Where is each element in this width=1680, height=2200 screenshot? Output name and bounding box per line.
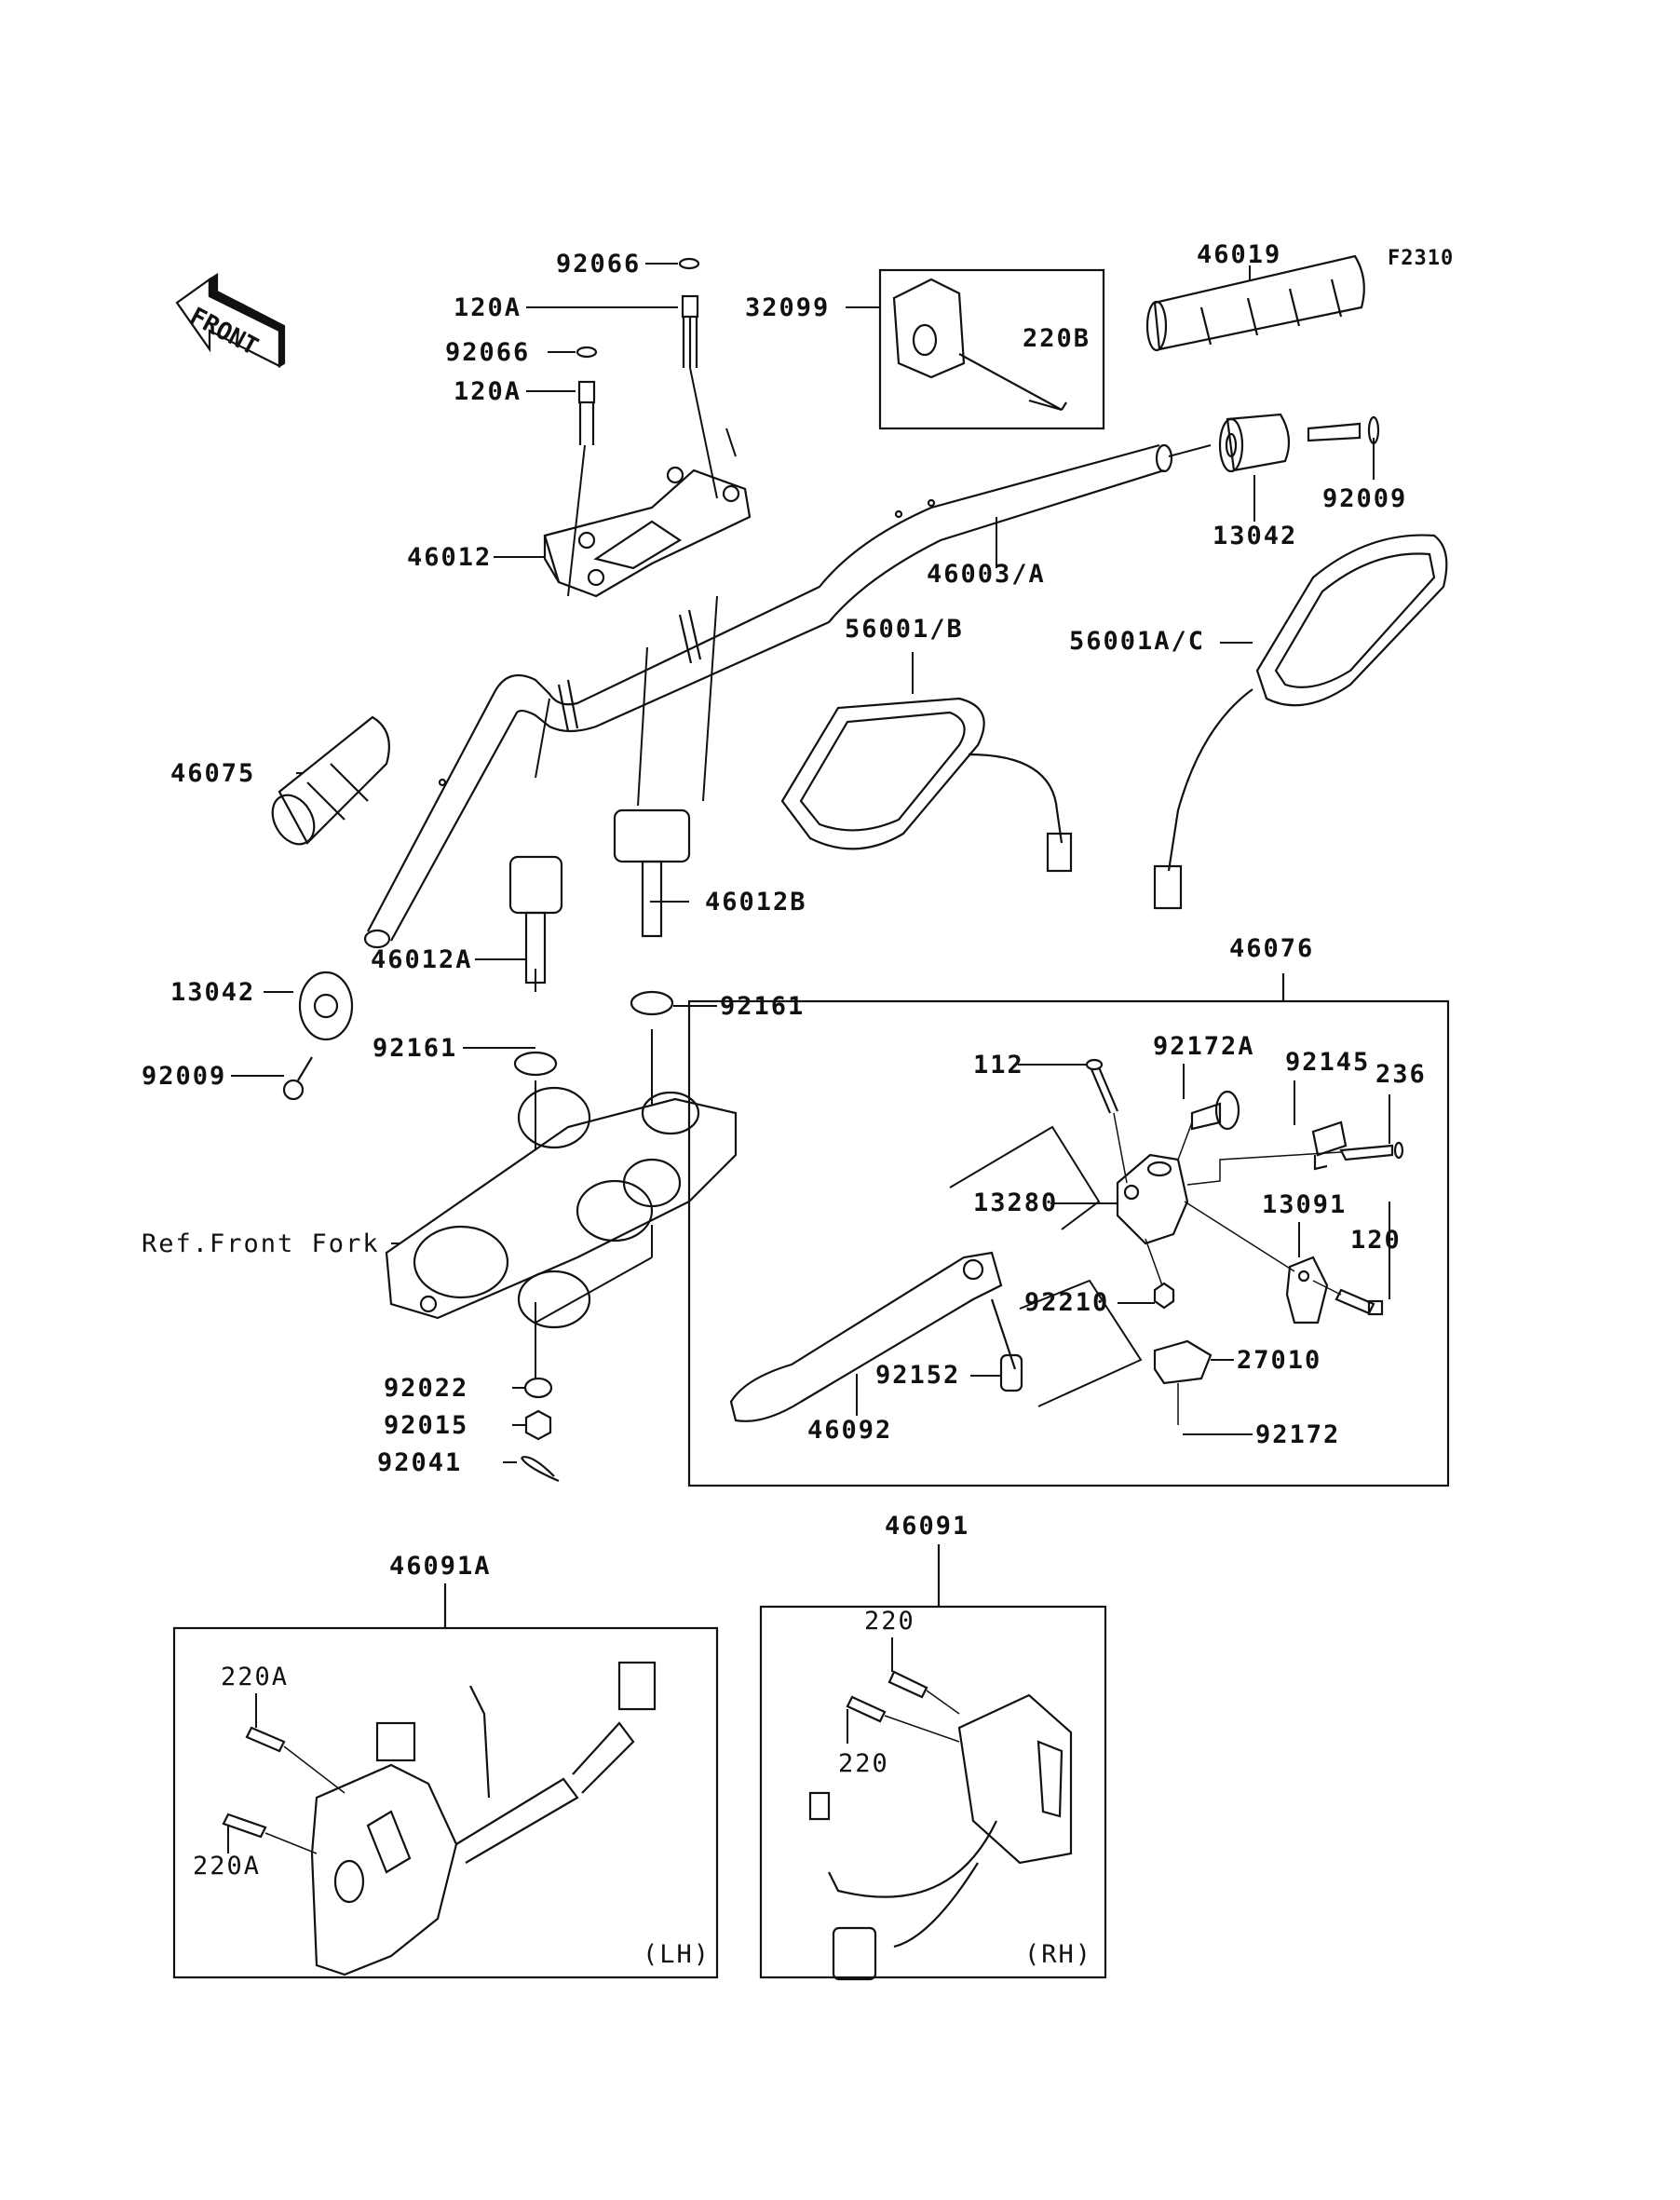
lever-bracket-line (949, 1125, 1101, 1230)
riser-46012A (508, 855, 563, 985)
screws-220 (846, 1637, 960, 1744)
adjuster-92172A (1177, 1090, 1240, 1161)
label-92066-top: 92066 (556, 250, 642, 278)
left-mirror-56001B (780, 697, 1073, 873)
label-27010: 27010 (1237, 1346, 1322, 1375)
label-120A-top: 120A (454, 293, 522, 322)
label-92172: 92172 (1255, 1420, 1341, 1449)
right-mirror-56001AC (1153, 534, 1448, 910)
label-46012B: 46012B (705, 888, 807, 917)
label-rh: (RH) (1024, 1940, 1093, 1969)
bolt-120A-top (678, 257, 700, 368)
washer-92161-left (513, 1051, 558, 1077)
screw-92009-left (282, 1056, 313, 1101)
label-46075: 46075 (170, 759, 256, 788)
label-92152: 92152 (875, 1361, 961, 1390)
label-220B: 220B (1023, 324, 1091, 353)
label-46003A: 46003/A (927, 560, 1046, 589)
label-13280: 13280 (973, 1188, 1059, 1217)
lever-bracket-line-2 (1019, 1279, 1143, 1407)
nut-92210 (1153, 1282, 1175, 1310)
brake-lever-46092 (729, 1251, 1017, 1422)
throttle-housing-32099 (892, 278, 1067, 412)
label-lh: (LH) (643, 1940, 711, 1969)
label-92015: 92015 (384, 1411, 469, 1440)
bar-end-13042-left (298, 971, 354, 1041)
figure-code: F2310 (1388, 247, 1455, 270)
clamp-13091 (1285, 1256, 1329, 1324)
label-220-bottom: 220 (838, 1749, 889, 1778)
nut-92210-line (1145, 1238, 1163, 1286)
riser-46012B (613, 808, 691, 938)
label-120A-mid: 120A (454, 377, 522, 406)
rh-switch-box (759, 1605, 1107, 1979)
label-92041: 92041 (377, 1448, 463, 1477)
label-92009-left: 92009 (142, 1062, 227, 1091)
label-46012A: 46012A (371, 945, 473, 974)
label-46091: 46091 (885, 1512, 970, 1541)
washer-92022 (523, 1377, 553, 1399)
label-220-top: 220 (864, 1607, 915, 1636)
brake-switch-27010 (1153, 1339, 1213, 1425)
label-92161-right: 92161 (720, 992, 806, 1021)
lh-switch-box (172, 1626, 719, 1979)
label-13091: 13091 (1262, 1190, 1348, 1219)
label-92161-left: 92161 (373, 1034, 458, 1063)
rh-switch-housing-46091 (808, 1693, 1073, 1981)
label-220A-bottom: 220A (193, 1852, 262, 1881)
label-92145: 92145 (1285, 1048, 1371, 1077)
label-46076: 46076 (1229, 934, 1315, 963)
left-grip-46075 (271, 715, 390, 846)
label-92022: 92022 (384, 1374, 469, 1403)
label-92066-mid: 92066 (445, 338, 531, 367)
label-220A-top: 220A (221, 1663, 290, 1691)
screw-92009-right (1307, 415, 1380, 445)
master-cylinder-box (687, 999, 1450, 1487)
label-46019: 46019 (1197, 240, 1282, 269)
screw-236 (1339, 1141, 1404, 1161)
nut-92015 (524, 1409, 552, 1441)
label-13042-left: 13042 (170, 978, 256, 1007)
washer-92161-right (630, 990, 674, 1016)
throttle-housing-box (878, 268, 1105, 430)
screws-220A (222, 1693, 345, 1854)
holder-leader-236 (1186, 1151, 1342, 1186)
label-236: 236 (1375, 1060, 1427, 1089)
bolt-112 (1085, 1058, 1128, 1184)
clip-92145 (1311, 1120, 1348, 1171)
label-46012: 46012 (407, 543, 493, 572)
label-32099: 32099 (745, 293, 831, 322)
label-92210: 92210 (1024, 1288, 1110, 1317)
label-46091A: 46091A (389, 1552, 492, 1581)
lh-switch-housing-46091A (310, 1661, 657, 1976)
lever-box-leaders (856, 1064, 1390, 1435)
lever-holder-13280 (1116, 1153, 1189, 1245)
front-arrow-icon (175, 273, 286, 368)
label-92009-right: 92009 (1322, 484, 1408, 513)
bolt-120 (1184, 1201, 1384, 1316)
label-ref-front-fork: Ref.Front Fork (142, 1229, 380, 1258)
triple-clamp-front-fork (385, 1086, 738, 1329)
collar-92152 (999, 1353, 1023, 1392)
pin-92041 (521, 1456, 560, 1483)
bar-end-13042-right (1218, 413, 1291, 473)
label-92172A: 92172A (1153, 1032, 1255, 1061)
bolt-120A-mid (576, 346, 598, 445)
label-56001B: 56001/B (845, 615, 964, 644)
label-46092: 46092 (807, 1416, 893, 1445)
label-13042-right: 13042 (1213, 522, 1298, 550)
handlebar-46003 (363, 443, 1173, 949)
label-112: 112 (973, 1051, 1024, 1080)
label-120: 120 (1350, 1226, 1402, 1255)
upper-clamp-46012 (543, 466, 752, 598)
right-grip-46019 (1145, 254, 1365, 352)
label-56001AC: 56001A/C (1069, 627, 1206, 656)
